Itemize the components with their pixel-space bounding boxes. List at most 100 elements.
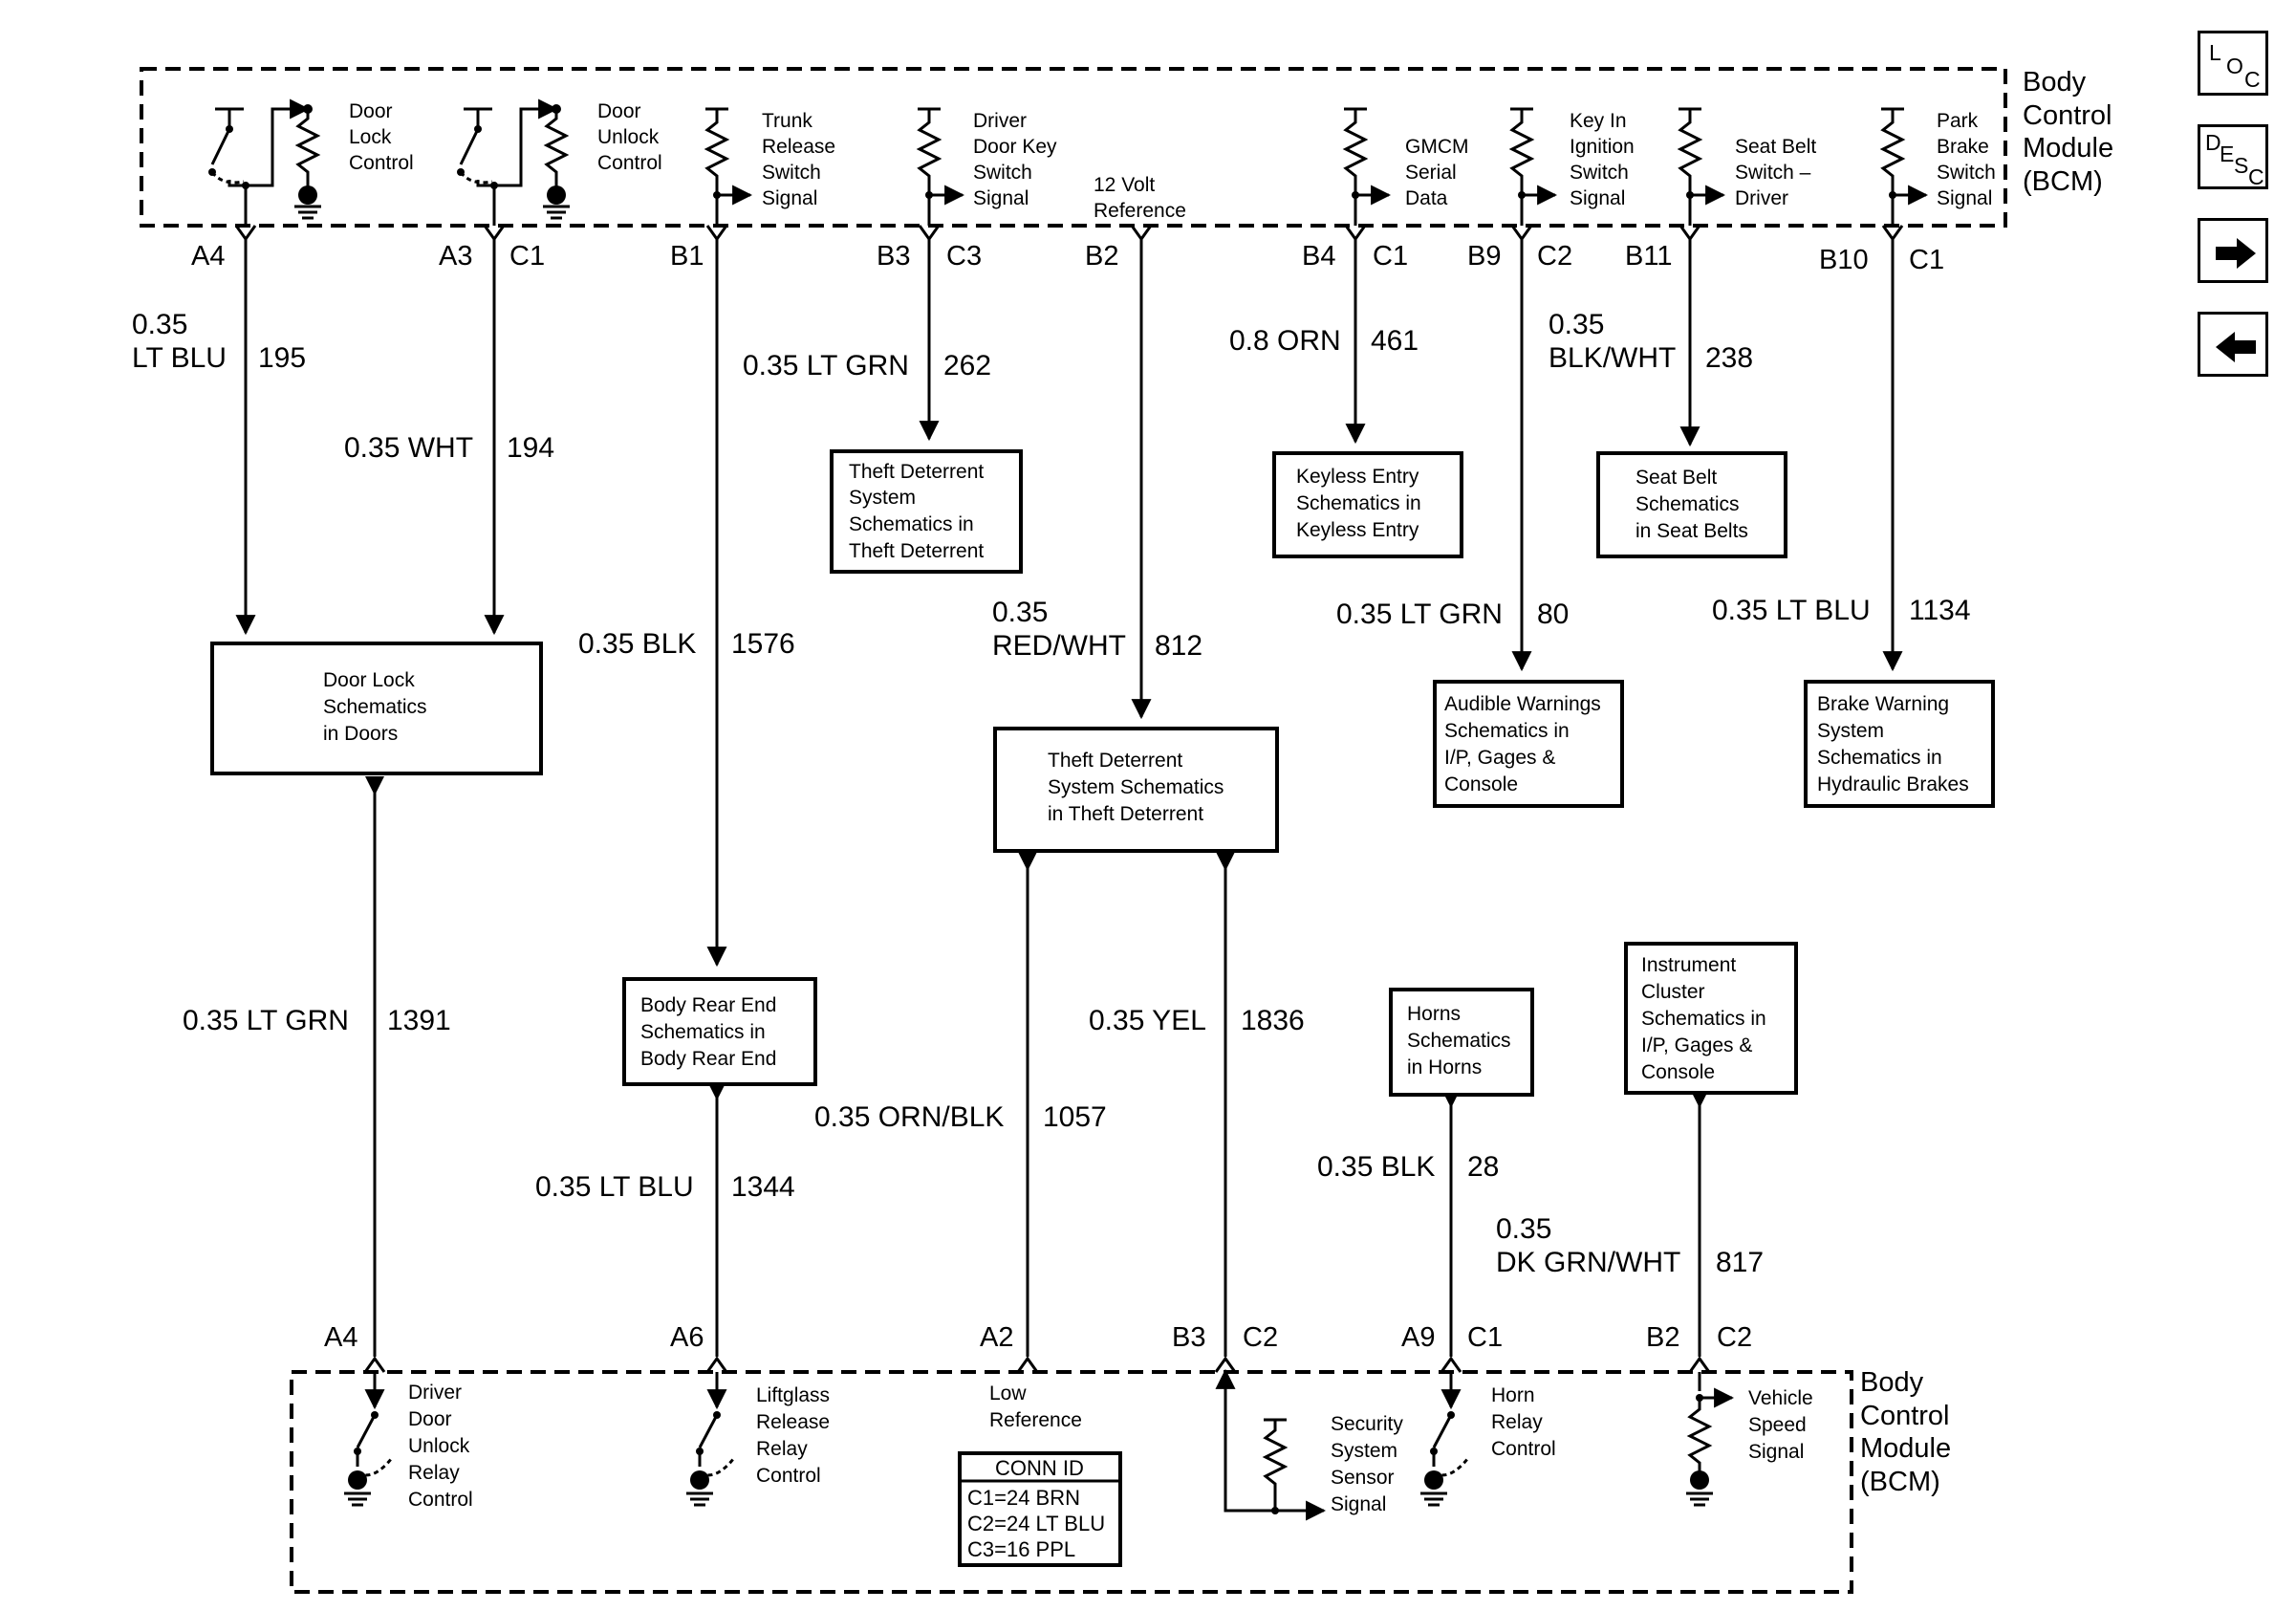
liftglass-relay-switch-icon [686,1372,736,1507]
door-lock-box[interactable]: Door Lock Schematics in Doors [210,642,543,775]
gmcm-serial-label: GMCM Serial Data [1405,136,1474,209]
bcm-top: Body Control Module (BCM) Door Lock Cont… [140,67,2113,228]
wire-80-circuit: 80 [1537,599,1569,630]
pin-b1-top: B1 [670,241,704,272]
bcm-bottom-outline [290,1370,1853,1594]
body-rear-end-box[interactable]: Body Rear End Schematics in Body Rear En… [622,977,817,1086]
wire-1576-label: 0.35 BLK [578,628,696,660]
brake-warning-box[interactable]: Brake Warning System Schematics in Hydra… [1804,680,1995,808]
conn-id-rows: C1=24 BRN C2=24 LT BLU C3=16 PPL [967,1486,1111,1561]
wire-262-circuit: 262 [943,350,991,381]
svg-text:Brake Warning System: Brake Warning System Schematics in Hydra… [1817,693,1969,795]
wire-1344-label: 0.35 LT BLU [535,1171,694,1203]
pin-b2-bottom: B2 [1646,1322,1679,1353]
wire-1836-circuit: 1836 [1241,1005,1305,1036]
wire-812-circuit: 812 [1155,630,1202,662]
desc-icon: D E S C [2205,130,2264,189]
seat-belt-switch-resistor-icon [1677,107,1726,226]
liftglass-relay-label: Liftglass Release Relay Control [756,1384,835,1487]
door-unlock-control-label: Door Unlock Control [597,100,664,174]
vehicle-speed-label: Vehicle Speed Signal [1748,1387,1819,1463]
horn-relay-label: Horn Relay Control [1491,1384,1556,1460]
svg-text:C: C [2248,164,2264,189]
bottom-pin-labels: A4 A6 A2 B3 C2 A9 C1 B2 C2 [324,1322,1752,1353]
bottom-connector-symbols [363,1356,1711,1373]
pin-a4-top: A4 [191,241,225,272]
door-lock-control-label: Door Lock Control [349,100,414,174]
pin-b2-top: B2 [1085,241,1118,272]
svg-text:D: D [2205,130,2221,155]
bcm-top-outline [140,67,2007,228]
wire-80-label: 0.35 LT GRN [1336,599,1503,630]
prev-button[interactable] [2198,312,2268,377]
seat-belt-switch-label: Seat Belt Switch – Driver [1735,136,1822,209]
horns-box[interactable]: Horns Schematics in Horns [1389,988,1534,1097]
wire-1134-circuit: 1134 [1909,595,1971,626]
key-in-ignition-resistor-icon [1508,107,1558,226]
wire-817-label: 0.35 DK GRN/WHT [1496,1213,1680,1278]
park-brake-resistor-icon [1879,107,1929,226]
wire-labels: 0.35 LT BLU 195 0.35 WHT 194 0.35 LT GRN… [132,306,1971,1278]
loc-button[interactable]: L O C [2198,31,2268,96]
wire-461-circuit: 461 [1371,325,1419,357]
wire-1391-label: 0.35 LT GRN [183,1005,349,1036]
desc-button[interactable]: D E S C [2198,124,2268,189]
svg-text:Seat Belt Schematics: Seat Belt Schematics in Seat Belts [1635,467,1748,542]
wire-1836-label: 0.35 YEL [1089,1005,1206,1036]
svg-text:O: O [2226,54,2243,78]
wire-28-circuit: 28 [1467,1151,1499,1183]
theft-deterrent-box-top[interactable]: Theft Deterrent System Schematics in The… [830,449,1023,574]
pin-b3-bottom: B3 [1172,1322,1205,1353]
bcm-bottom: Body Control Module (BCM) Driver Door Un… [290,1356,1959,1594]
audible-warnings-box[interactable]: Audible Warnings Schematics in I/P, Gage… [1433,680,1624,808]
keyless-entry-box[interactable]: Keyless Entry Schematics in Keyless Entr… [1272,451,1463,558]
door-lock-switch-icon [208,98,321,226]
gmcm-serial-resistor-icon [1342,107,1392,226]
conn-id-box: CONN ID C1=24 BRN C2=24 LT BLU C3=16 PPL [958,1451,1122,1567]
driver-door-key-resistor-icon [916,107,965,226]
arrow-right-icon [2216,238,2256,269]
driver-unlock-relay-switch-icon [344,1372,394,1507]
door-unlock-switch-icon [457,98,570,226]
pin-a2-bottom: A2 [980,1322,1013,1353]
wire-1391-circuit: 1391 [387,1005,451,1036]
wire-1344-circuit: 1344 [731,1171,795,1203]
pin-c2-top: C2 [1537,241,1572,272]
driver-door-key-label: Driver Door Key Switch Signal [973,110,1062,209]
pin-a9-bottom: A9 [1401,1322,1435,1353]
trunk-release-label: Trunk Release Switch Signal [762,110,841,209]
svg-text:Instrument Cluster: Instrument Cluster Schematics in I/P, Ga… [1641,954,1772,1083]
pin-c3-top: C3 [946,241,982,272]
vehicle-speed-resistor-icon [1686,1372,1735,1507]
pin-b11-top: B11 [1625,241,1672,272]
instrument-cluster-box[interactable]: Instrument Cluster Schematics in I/P, Ga… [1624,942,1798,1095]
next-button[interactable] [2198,218,2268,283]
seat-belts-box[interactable]: Seat Belt Schematics in Seat Belts [1596,451,1787,558]
svg-text:Horns Schematics: Horns Schematics in Horns [1407,1003,1516,1078]
wire-194-circuit: 194 [507,432,554,464]
wire-28-label: 0.35 BLK [1317,1151,1435,1183]
wire-1057-circuit: 1057 [1043,1101,1107,1133]
pin-c1-top-a: C1 [509,241,545,272]
svg-text:E: E [2220,142,2234,166]
wire-238-label: 0.35 BLK/WHT [1549,309,1676,374]
pin-c2-bottom-b: C2 [1717,1322,1752,1353]
svg-text:Theft Deterrent System: Theft Deterrent System Schematics in The… [1048,750,1229,825]
bcm-bottom-label: Body Control Module (BCM) [1860,1367,1959,1497]
loc-icon: L O C [2209,40,2261,92]
theft-deterrent-box-mid[interactable]: Theft Deterrent System Schematics in The… [993,727,1279,853]
wire-1134-label: 0.35 LT BLU [1712,595,1871,626]
pin-b3-top: B3 [877,241,910,272]
top-connector-symbols [234,225,1904,242]
svg-text:Body Rear End Schemati: Body Rear End Schematics in Body Rear En… [640,994,782,1070]
pin-c1-top-c: C1 [1909,245,1944,275]
driver-unlock-relay-label: Driver Door Unlock Relay Control [408,1382,475,1511]
svg-text:Audible Warnings Schem: Audible Warnings Schematics in I/P, Gage… [1444,693,1607,795]
wire-195-label: 0.35 LT BLU [132,309,227,374]
reference-boxes: Theft Deterrent System Schematics in The… [210,449,1995,1097]
pin-a6-bottom: A6 [670,1322,704,1353]
wire-817-circuit: 817 [1716,1247,1764,1278]
conn-id-title: CONN ID [995,1456,1084,1480]
wire-238-circuit: 238 [1705,342,1753,374]
pin-c1-bottom: C1 [1467,1322,1503,1353]
